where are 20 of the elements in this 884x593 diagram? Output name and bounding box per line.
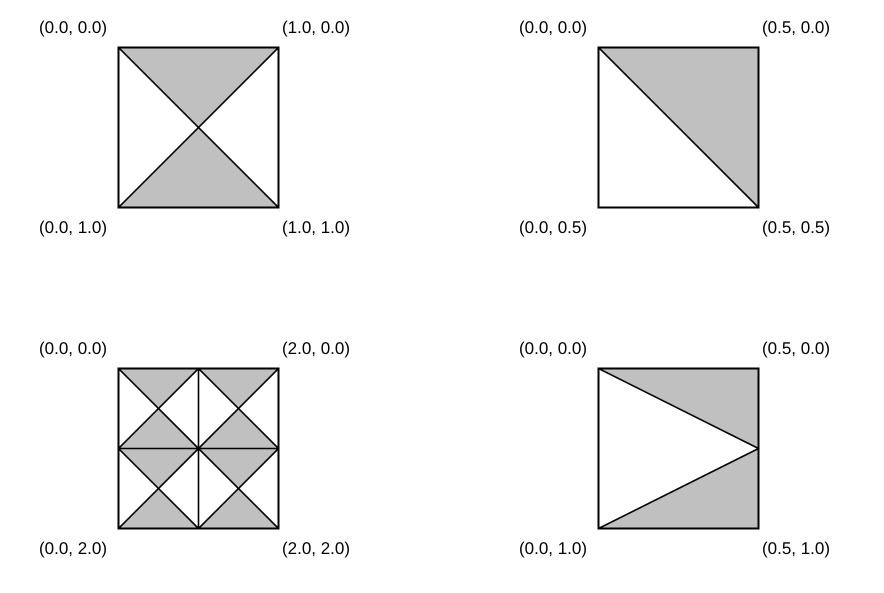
square-drawing (596, 366, 760, 530)
coordinate-label: (2.0, 0.0) (282, 339, 350, 359)
coordinate-label: (0.0, 1.0) (38, 218, 108, 238)
square-drawing (116, 366, 280, 530)
square-drawing (596, 46, 760, 208)
coordinate-label: (0.0, 0.0) (38, 18, 108, 38)
coordinate-label: (0.5, 0.0) (762, 339, 830, 359)
coordinate-label: (2.0, 2.0) (282, 539, 350, 559)
coordinate-label: (1.0, 1.0) (282, 218, 350, 238)
coordinate-label: (1.0, 0.0) (282, 18, 350, 38)
coordinate-label: (0.0, 0.0) (518, 18, 588, 38)
coordinate-label: (0.0, 1.0) (518, 539, 588, 559)
coordinate-label: (0.5, 0.5) (762, 218, 830, 238)
square-drawing (116, 46, 280, 208)
coordinate-label: (0.5, 1.0) (762, 539, 830, 559)
coordinate-label: (0.0, 0.5) (518, 218, 588, 238)
coordinate-label: (0.5, 0.0) (762, 18, 830, 38)
coordinate-label: (0.0, 0.0) (518, 339, 588, 359)
coordinate-label: (0.0, 2.0) (38, 539, 108, 559)
coordinate-label: (0.0, 0.0) (38, 339, 108, 359)
